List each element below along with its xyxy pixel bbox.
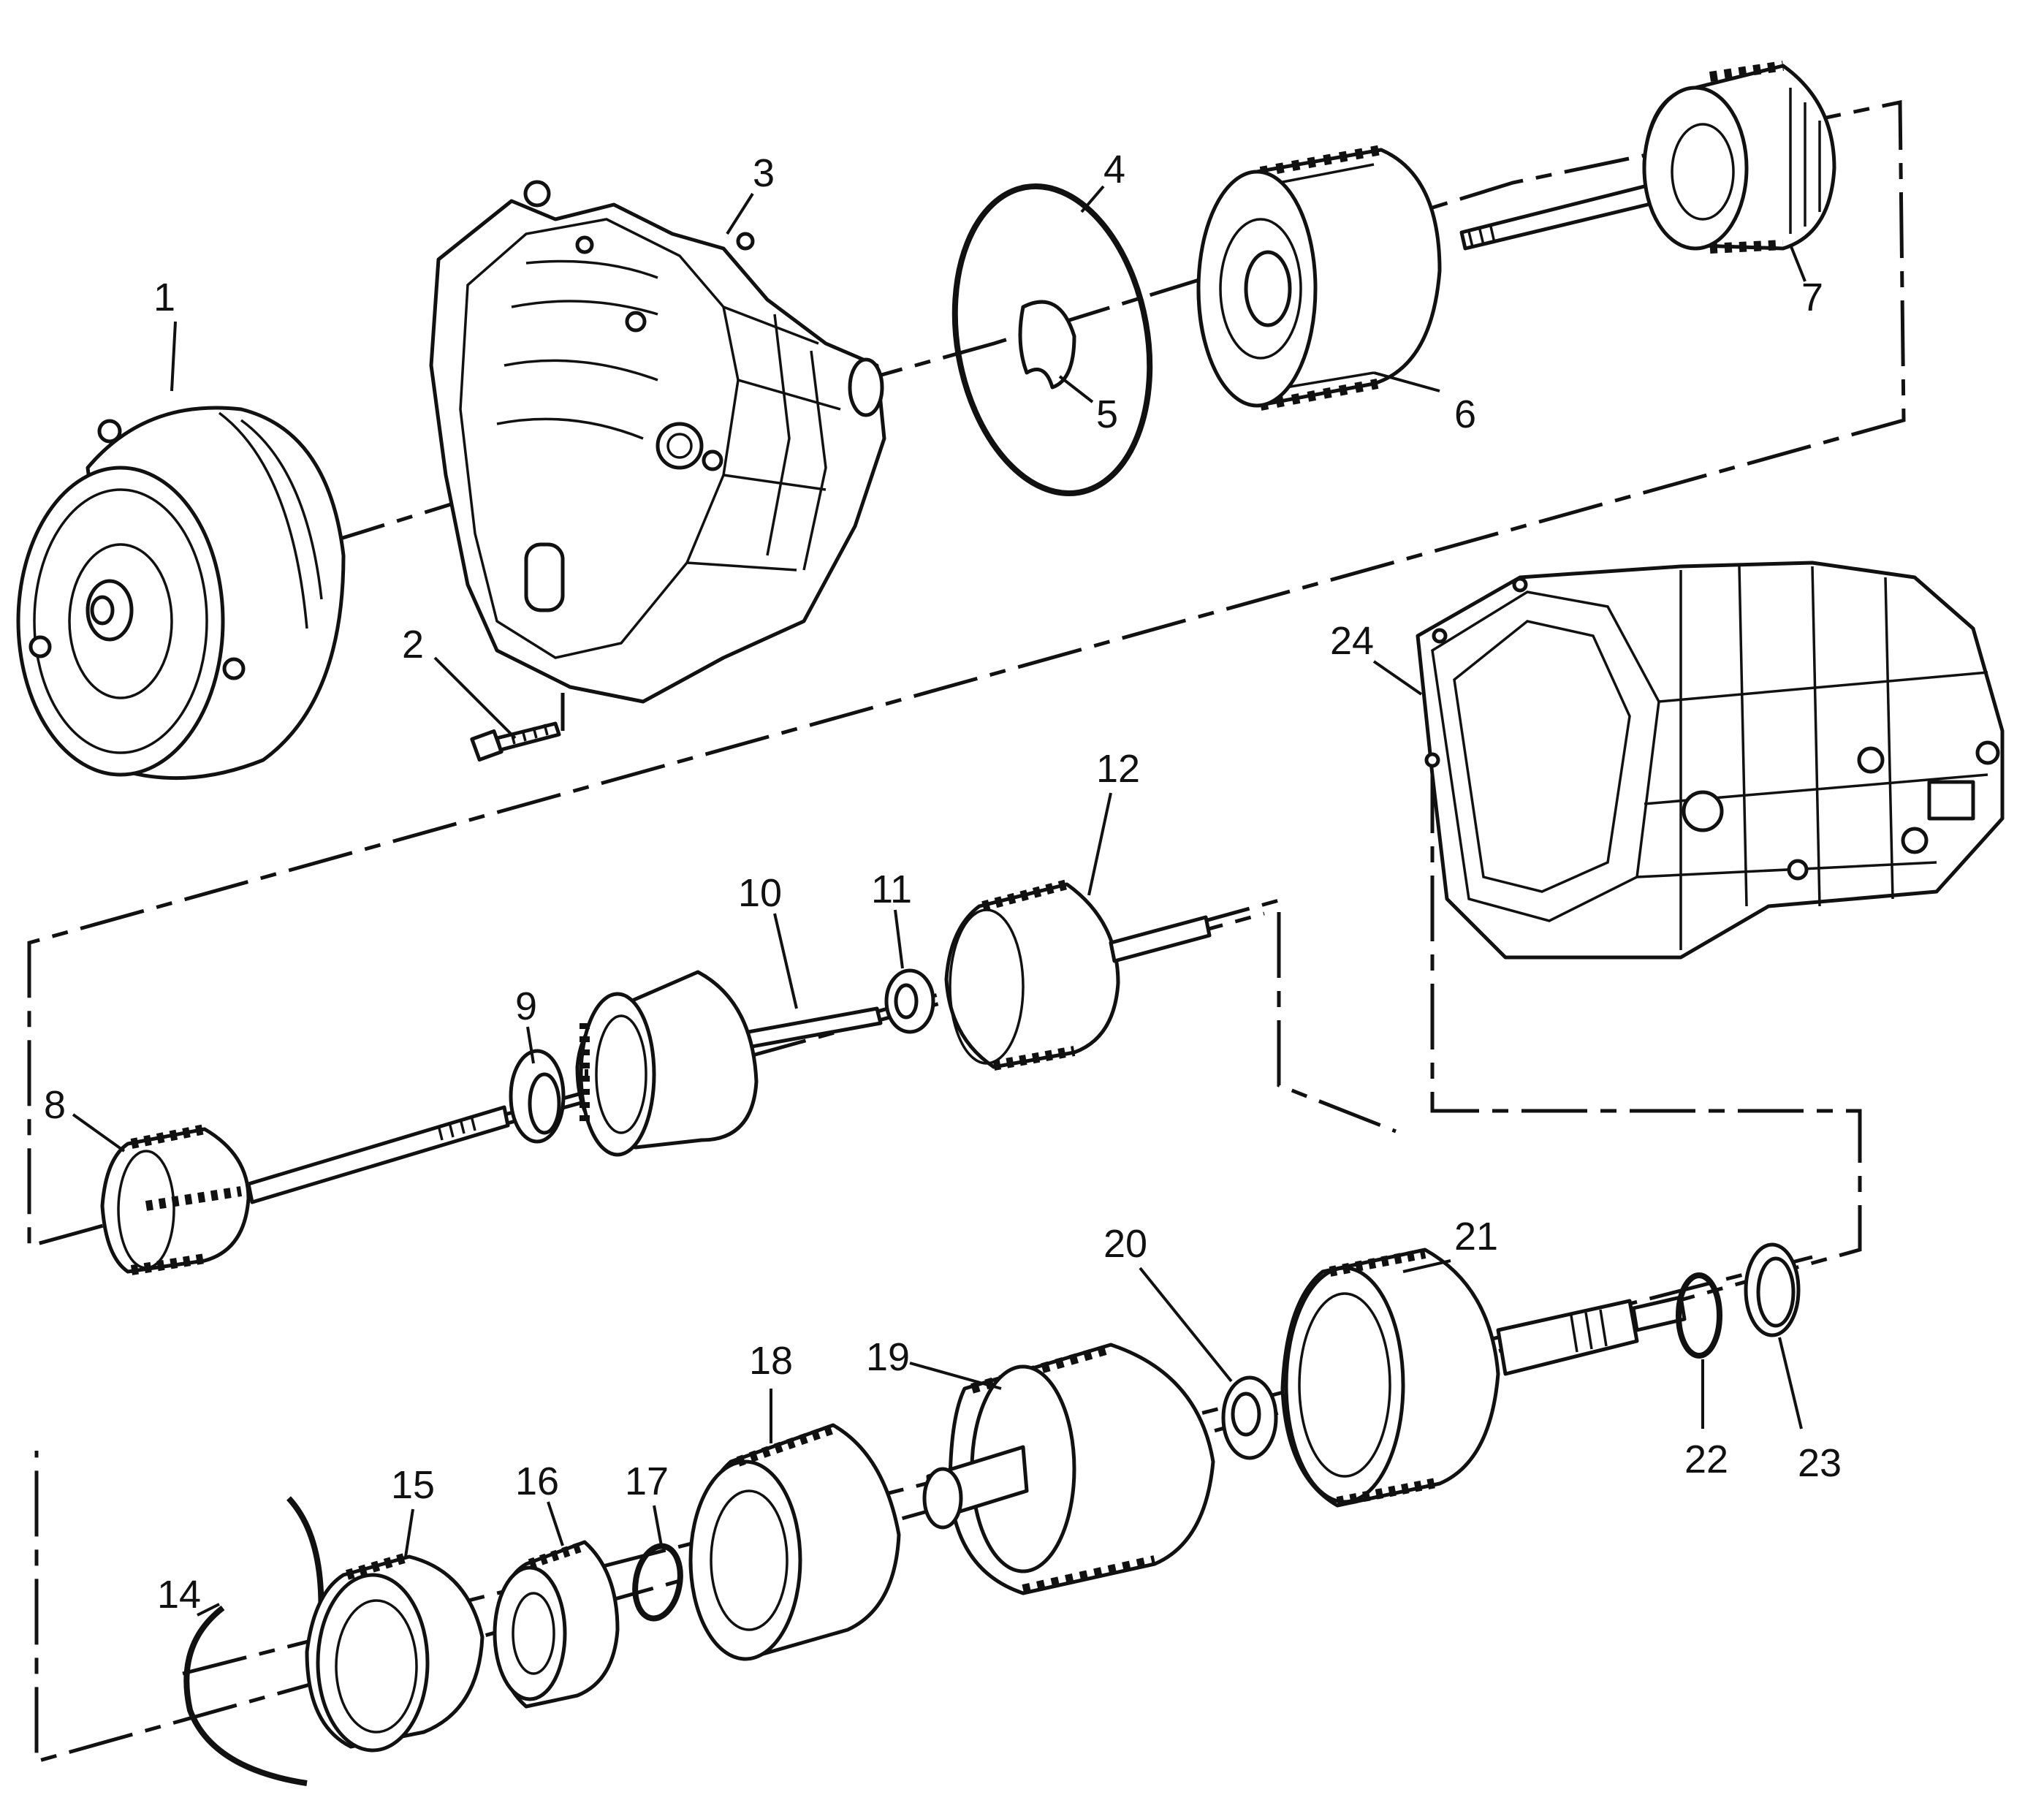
callout-22: 22 (1684, 1438, 1728, 1481)
callout-20: 20 (1103, 1222, 1147, 1266)
bolt (470, 721, 561, 762)
intermediate-shaft-drum (246, 970, 883, 1204)
planet-carrier (688, 1423, 901, 1661)
oil-seal (1744, 1242, 1801, 1337)
callout-12: 12 (1096, 747, 1140, 791)
thrust-washer (1018, 300, 1076, 390)
callout-labels: 1 2 3 4 5 6 7 8 9 10 11 12 14 15 16 17 1… (44, 148, 1842, 1617)
large-snap-ring (183, 1496, 324, 1786)
sun-gear-drum (100, 1124, 251, 1275)
callout-18: 18 (749, 1339, 793, 1383)
callout-4: 4 (1103, 148, 1125, 191)
clutch-hub (305, 1552, 485, 1753)
callout-24: 24 (1330, 619, 1374, 663)
callout-15: 15 (391, 1463, 435, 1507)
callout-3: 3 (753, 151, 775, 195)
callout-16: 16 (515, 1459, 559, 1503)
callout-5: 5 (1096, 392, 1118, 436)
callout-6: 6 (1454, 392, 1476, 436)
callout-10: 10 (738, 871, 782, 915)
planetary-gear (493, 1540, 620, 1709)
callout-2: 2 (402, 623, 424, 667)
callout-17: 17 (625, 1459, 669, 1503)
clutch-housing (1196, 145, 1442, 411)
input-shaft-clutch-drum (1459, 61, 1836, 254)
callout-9: 9 (515, 984, 537, 1028)
thrust-washer-11 (884, 968, 935, 1034)
clutch-drum-gear (944, 879, 1212, 1071)
ring-gear-output-shaft (1280, 1248, 1687, 1508)
callout-21: 21 (1454, 1215, 1498, 1258)
washer-20 (1221, 1375, 1278, 1460)
callout-leaders (72, 185, 1806, 1617)
callout-19: 19 (866, 1335, 910, 1379)
callout-11: 11 (871, 867, 912, 911)
seal-ring (951, 183, 1153, 496)
converter-housing (429, 180, 886, 704)
callout-1: 1 (153, 276, 175, 319)
callout-7: 7 (1801, 276, 1823, 319)
callout-23: 23 (1798, 1441, 1842, 1485)
transmission-case (1416, 561, 2005, 960)
callout-14: 14 (157, 1573, 201, 1617)
o-ring (632, 1543, 683, 1622)
callout-8: 8 (44, 1083, 66, 1127)
o-ring-22 (1676, 1272, 1722, 1359)
snap-ring (509, 1049, 566, 1144)
torque-converter (16, 406, 346, 781)
planetary-carrier-assembly (922, 1343, 1215, 1595)
